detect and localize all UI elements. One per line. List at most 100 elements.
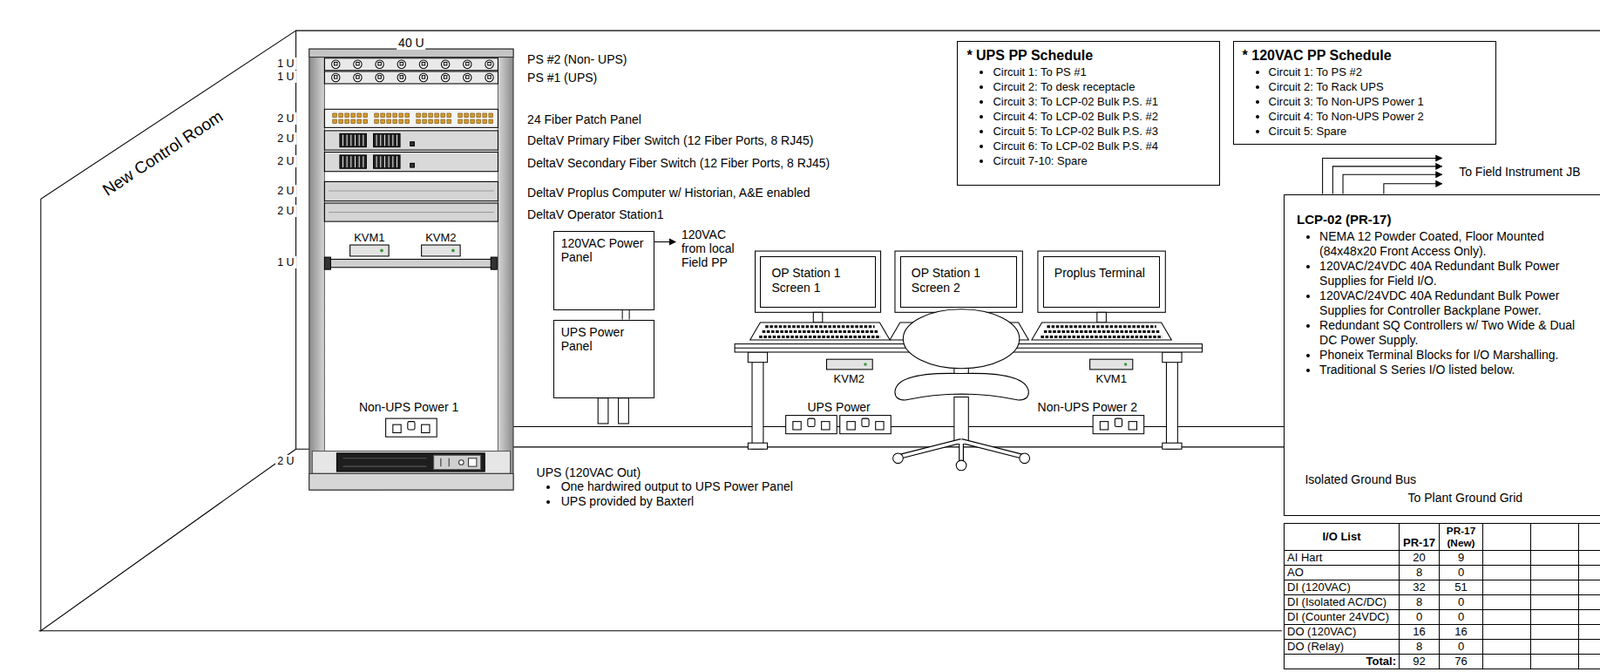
box-heading: LCP-02 (PR-17) bbox=[1296, 210, 1591, 228]
equipment-rack bbox=[324, 203, 498, 222]
fiber-port bbox=[458, 119, 463, 124]
equipment-rack bbox=[324, 57, 498, 452]
outlet-slot bbox=[407, 421, 415, 430]
table-cell: 20 bbox=[1398, 549, 1440, 566]
rack-unit-label: 2 U bbox=[275, 184, 296, 197]
port-divider bbox=[350, 155, 352, 168]
outlet-slot bbox=[1128, 421, 1137, 430]
socket bbox=[440, 73, 449, 82]
bullet-item: Circuit 3: To LCP-02 Bulk P.S. #1 bbox=[992, 94, 1211, 109]
table-cell-text: DI (Isolated AC/DC) bbox=[1287, 596, 1387, 609]
equipment-rack bbox=[490, 257, 497, 270]
illustration-group bbox=[38, 30, 1600, 631]
keyboards bbox=[1040, 335, 1162, 339]
outlet-slot bbox=[393, 424, 401, 433]
fiber-port bbox=[386, 113, 392, 118]
fiber-port bbox=[405, 119, 410, 124]
rack-unit-label: 2 U bbox=[275, 204, 296, 217]
operator-desk bbox=[747, 442, 767, 449]
socket-slot bbox=[356, 61, 360, 66]
bullet-item: Circuit 1: To PS #2 bbox=[1268, 64, 1487, 80]
table-cell bbox=[1578, 549, 1600, 566]
switch-ports bbox=[339, 133, 414, 147]
socket-slot bbox=[443, 61, 448, 66]
fiber-port bbox=[482, 113, 488, 118]
outlet-plate bbox=[386, 418, 438, 437]
field-wiring-arrows bbox=[1342, 174, 1443, 194]
socket bbox=[485, 73, 494, 82]
rack-size-label: 40 U bbox=[396, 35, 427, 50]
socket-slot bbox=[400, 61, 404, 66]
equipment-label: DeltaV Secondary Fiber Switch (12 Fiber … bbox=[525, 155, 832, 170]
port-divider bbox=[376, 135, 378, 147]
equipment-label: DeltaV Operator Station1 bbox=[525, 207, 665, 222]
port-divider bbox=[346, 135, 348, 147]
table-cell: 16 bbox=[1438, 623, 1484, 640]
equipment-rack bbox=[309, 48, 514, 490]
socket bbox=[419, 60, 428, 68]
equipment-rack bbox=[309, 473, 514, 490]
ups-note: One hardwired output to UPS Power Panel bbox=[559, 479, 795, 494]
socket bbox=[485, 60, 494, 68]
monitors bbox=[1097, 311, 1107, 323]
bullet-item: 120VAC/24VDC 40A Redundant Bulk Power Su… bbox=[1319, 258, 1591, 289]
table-cell bbox=[1530, 579, 1580, 596]
office-chair bbox=[901, 440, 1022, 462]
table-cell: AI Hart bbox=[1283, 549, 1400, 566]
fiber-port bbox=[416, 119, 421, 124]
operator-desk bbox=[827, 359, 874, 370]
port-divider bbox=[362, 155, 364, 168]
panel-arrow bbox=[654, 241, 677, 243]
keyboards bbox=[1031, 322, 1172, 340]
fiber-port bbox=[447, 113, 452, 118]
fiber-port bbox=[476, 119, 482, 124]
operator-desk bbox=[1166, 352, 1178, 449]
equipment-label: PS #1 (UPS) bbox=[525, 70, 599, 85]
outlet-label: UPS Power bbox=[805, 400, 872, 414]
bullet-item: Circuit 5: To LCP-02 Bulk P.S. #3 bbox=[992, 123, 1211, 139]
table-cell: PR-17 bbox=[1398, 522, 1440, 551]
operator-desk bbox=[747, 352, 767, 363]
field-wiring-arrows bbox=[1383, 183, 1443, 195]
schedule-box: * UPS PP ScheduleCircuit 1: To PS #1Circ… bbox=[956, 40, 1221, 186]
table-cell: 16 bbox=[1398, 623, 1440, 640]
fiber-port bbox=[488, 113, 494, 118]
monitor-screen: Proplus Terminal bbox=[1043, 256, 1161, 308]
fiber-port bbox=[488, 119, 494, 124]
room-walls bbox=[38, 630, 1282, 631]
equipment-rack bbox=[336, 453, 485, 472]
power-outlet bbox=[786, 415, 838, 434]
panel-connector bbox=[622, 310, 630, 320]
port-divider bbox=[342, 135, 344, 147]
equipment-rack bbox=[440, 458, 441, 467]
fiber-port bbox=[332, 119, 338, 124]
port-divider bbox=[354, 155, 356, 168]
field-wiring-arrows bbox=[1322, 158, 1443, 195]
equipment-rack bbox=[342, 466, 427, 468]
socket-slot bbox=[488, 61, 492, 66]
table-cell-text: 16 bbox=[1454, 625, 1467, 638]
table-cell-text: 16 bbox=[1412, 625, 1425, 638]
kvm-label: KVM2 bbox=[423, 230, 458, 245]
table-cell-text: DI (Counter 24VDC) bbox=[1287, 610, 1390, 624]
outlet-plate bbox=[786, 415, 838, 434]
fiber-port bbox=[374, 119, 380, 124]
outlet-slot bbox=[861, 418, 869, 427]
table-cell-text: DI (120VAC) bbox=[1287, 581, 1351, 594]
fiber-port bbox=[422, 113, 428, 118]
box-label: Proplus Terminal bbox=[1054, 265, 1150, 281]
outlet-slot bbox=[821, 421, 830, 430]
field-wiring-arrows bbox=[1322, 158, 1443, 195]
box-heading: * 120VAC PP Schedule bbox=[1242, 47, 1487, 65]
equipment-rack bbox=[350, 244, 389, 257]
table-cell-text: 0 bbox=[1457, 566, 1465, 579]
fiber-port bbox=[357, 119, 362, 124]
table-cell: 76 bbox=[1438, 653, 1484, 670]
table-cell bbox=[1482, 623, 1532, 640]
port-divider bbox=[384, 135, 386, 147]
table-cell-text: 8 bbox=[1416, 596, 1423, 609]
monitors bbox=[755, 250, 882, 312]
equipment-rack bbox=[379, 249, 384, 253]
table-cell: AO bbox=[1283, 564, 1400, 581]
